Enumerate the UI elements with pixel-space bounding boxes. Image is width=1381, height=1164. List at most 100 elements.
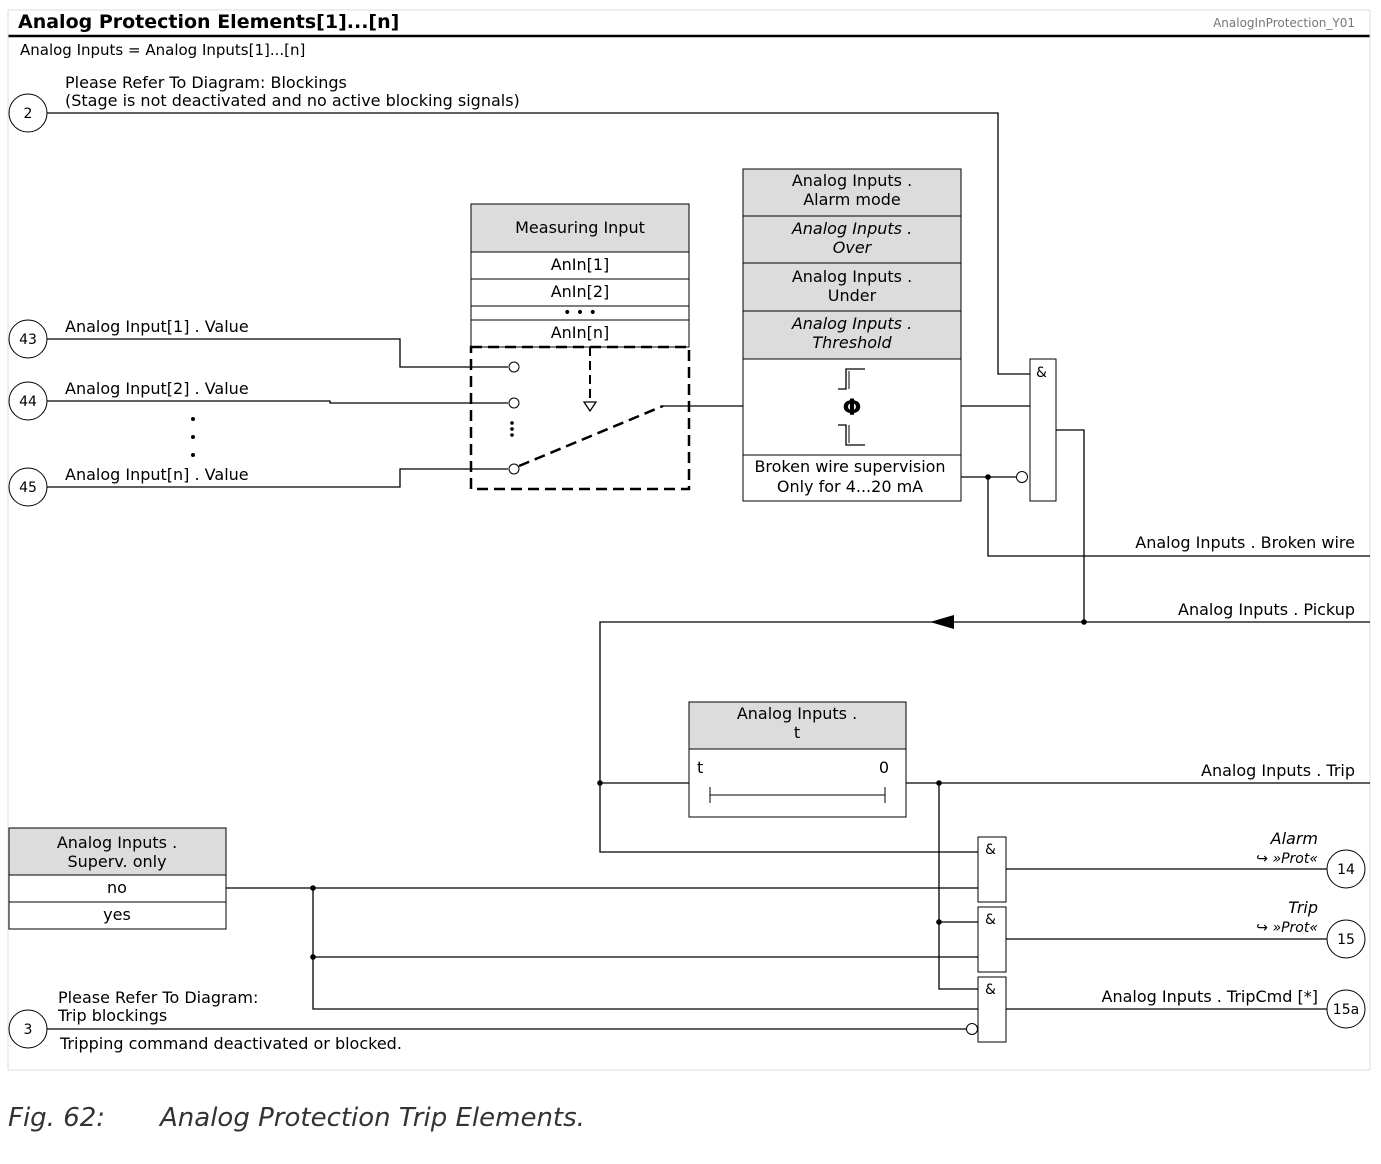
timer-block: Analog Inputs . t t 0 Analog Inputs . Tr…	[688, 701, 1370, 990]
measuring-row-label: AnIn[1]	[551, 255, 610, 274]
measuring-row	[470, 319, 690, 348]
timer-t-label: t	[697, 758, 703, 777]
analog-inputs: 43 Analog Input[1] . Value 44 Analog Inp…	[8, 317, 508, 507]
switch-contact	[508, 463, 520, 475]
alarm-output-sub: ↪ »Prot«	[1256, 851, 1318, 867]
connector-14-label: 14	[1337, 862, 1355, 878]
inputn-wire	[47, 468, 508, 488]
timer-title: Analog Inputs .	[737, 704, 857, 723]
measuring-input-selector: Measuring Input AnIn[1] AnIn[2] • • • An…	[469, 203, 743, 491]
broken-wire-label: Only for 4...20 mA	[777, 477, 923, 496]
superv-option	[8, 874, 227, 903]
and-gate	[1029, 358, 1057, 502]
and-gate-symbol: &	[1036, 365, 1047, 381]
diagram-title: Analog Protection Elements[1]...[n]	[18, 11, 399, 33]
and-gate-symbol: &	[985, 982, 996, 998]
connector-3-label: 3	[24, 1022, 33, 1038]
superv-title: Superv. only	[67, 852, 166, 871]
measuring-input-title: Measuring Input	[515, 218, 645, 237]
measuring-row	[470, 251, 690, 280]
gate-output-wire	[1056, 429, 1085, 622]
phi-symbol: Φ	[843, 396, 862, 421]
connector-45-label: 45	[19, 480, 37, 496]
and-gate	[977, 976, 1007, 1043]
superv-option-label: yes	[103, 905, 131, 924]
trip-prot-output-label: Trip	[1288, 898, 1318, 917]
switch-contact	[508, 361, 520, 373]
connector-15	[1326, 919, 1366, 959]
connector-44-label: 44	[19, 394, 37, 410]
trip-feedback-wire	[938, 783, 978, 990]
trip-block-ref-line3: Tripping command deactivated or blocked.	[59, 1034, 402, 1053]
input-trip-blocking: 3 Please Refer To Diagram: Trip blocking…	[8, 988, 978, 1053]
measuring-input-header	[470, 203, 690, 253]
and-gate	[977, 906, 1007, 973]
timer-zero-label: 0	[879, 758, 889, 777]
selector-switch-box	[469, 345, 691, 491]
pickup-output-label: Analog Inputs . Pickup	[1178, 600, 1355, 619]
broken-wire-signal-line	[987, 477, 1370, 557]
ellipsis-dot	[191, 417, 195, 421]
pickup-and-gate: & Analog Inputs . Broken wire	[961, 358, 1370, 622]
subtitle: Analog Inputs = Analog Inputs[1]...[n]	[20, 41, 305, 59]
superv-option-label: no	[107, 878, 127, 897]
trip-and-gate: & Trip ↪ »Prot« 15	[977, 898, 1366, 973]
blocking-ref-line1: Please Refer To Diagram: Blockings	[65, 73, 347, 92]
input-blocking: 2 Please Refer To Diagram: Blockings (St…	[8, 73, 1030, 375]
comparator-cell	[742, 358, 962, 456]
alarm-mode-label: Alarm mode	[803, 190, 901, 209]
connector-43-label: 43	[19, 332, 37, 348]
switch-blade	[518, 404, 664, 468]
threshold-cell	[742, 310, 962, 360]
pickup-signal: Analog Inputs . Pickup	[597, 600, 1370, 853]
and-gate	[977, 836, 1007, 903]
over-label: Analog Inputs .	[791, 219, 912, 238]
superv-header	[8, 827, 227, 876]
blocking-wire	[47, 112, 1030, 375]
connector-15a-label: 15a	[1333, 1002, 1359, 1018]
switch-contact	[508, 397, 520, 409]
superv-title: Analog Inputs .	[57, 833, 177, 852]
input1-label: Analog Input[1] . Value	[65, 317, 249, 336]
connector-15-label: 15	[1337, 932, 1355, 948]
timer-header	[688, 701, 907, 750]
diagram-reference: AnalogInProtection_Y01	[1213, 16, 1355, 30]
superv-tripcmd-wire	[312, 888, 978, 1010]
switch-actuator-arrow-icon	[582, 401, 598, 413]
trip-block-ref-line1: Please Refer To Diagram:	[58, 988, 258, 1007]
and-gate-symbol: &	[985, 912, 996, 928]
timer-body	[688, 748, 907, 818]
alarm-output-label: Alarm	[1270, 829, 1318, 848]
alarm-mode-block: Analog Inputs . Alarm mode Analog Inputs…	[742, 168, 962, 502]
threshold-label: Analog Inputs .	[791, 314, 912, 333]
measuring-row	[470, 278, 690, 307]
over-label: Over	[833, 238, 873, 257]
connector-2-label: 2	[24, 106, 33, 122]
broken-wire-cell	[742, 454, 962, 502]
measuring-row-label: AnIn[n]	[551, 323, 610, 342]
pickup-feedback-wire	[599, 621, 1084, 853]
input1-wire	[47, 338, 508, 368]
alarm-mode-cell	[742, 168, 962, 217]
under-hysteresis-icon	[838, 424, 865, 446]
and-gate-symbol: &	[985, 842, 996, 858]
figure-caption: Fig. 62:Analog Protection Trip Elements.	[8, 1103, 585, 1133]
ellipsis-dot	[510, 427, 514, 431]
trip-prot-output-sub: ↪ »Prot«	[1256, 920, 1318, 936]
negation-bubble	[966, 1023, 978, 1035]
superv-only-block: Analog Inputs . Superv. only no yes	[8, 827, 978, 1010]
flow-arrow-icon	[930, 615, 954, 629]
broken-wire-label: Broken wire supervision	[754, 457, 945, 476]
ellipsis-dot	[510, 421, 514, 425]
under-label: Under	[828, 286, 877, 305]
superv-option	[8, 901, 227, 930]
inputn-label: Analog Input[n] . Value	[65, 465, 249, 484]
alarm-and-gate: & Alarm ↪ »Prot« 14	[977, 829, 1366, 903]
figure-caption-text: Analog Protection Trip Elements.	[160, 1103, 585, 1133]
under-label: Analog Inputs .	[792, 267, 912, 286]
tripcmd-and-gate: & Analog Inputs . TripCmd [*] 15a	[977, 976, 1366, 1043]
alarm-mode-label: Analog Inputs .	[792, 171, 912, 190]
under-cell	[742, 262, 962, 312]
input2-label: Analog Input[2] . Value	[65, 379, 249, 398]
ellipsis-dot	[510, 433, 514, 437]
